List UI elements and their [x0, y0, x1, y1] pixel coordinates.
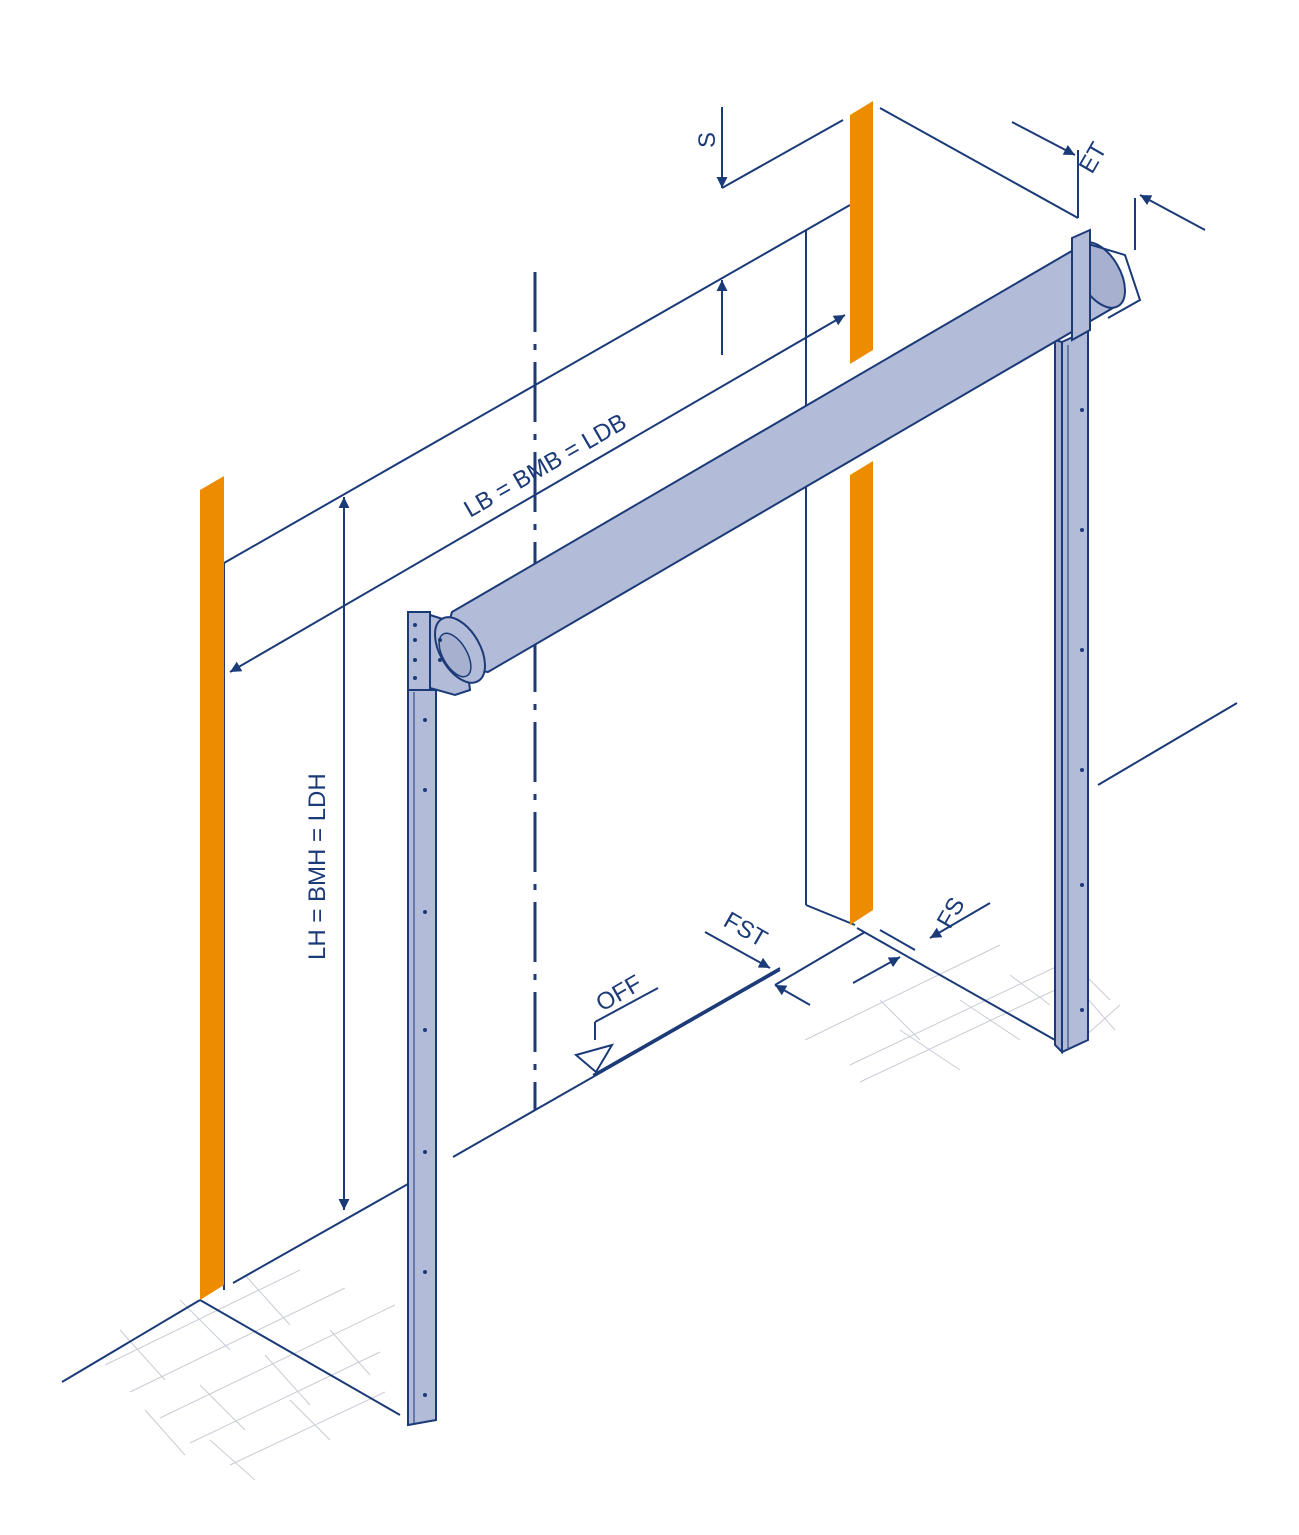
height-label: LH = BMH = LDH [304, 773, 331, 960]
width-dimension-line [229, 314, 846, 673]
right-wall-reveal-upper [850, 101, 873, 364]
floor-level-triangle-icon [573, 1043, 615, 1074]
lintel-label: S [694, 132, 721, 148]
frame-depth-label: FST [719, 907, 772, 953]
wall-outline [223, 204, 856, 1290]
floor-tile-grid [104, 944, 1121, 1481]
right-wall-reveal-lower [850, 461, 873, 925]
left-guide-rail [407, 689, 437, 1427]
frame-width-label: FS [932, 893, 971, 933]
right-guide-rail [1054, 328, 1089, 1055]
width-label: LB = BMB = LDB [460, 408, 632, 523]
installation-depth-label: ET [1074, 138, 1113, 178]
dimension-lines [229, 107, 1206, 1210]
left-wall-reveal [200, 476, 224, 1300]
floor-lines [61, 702, 1238, 1416]
